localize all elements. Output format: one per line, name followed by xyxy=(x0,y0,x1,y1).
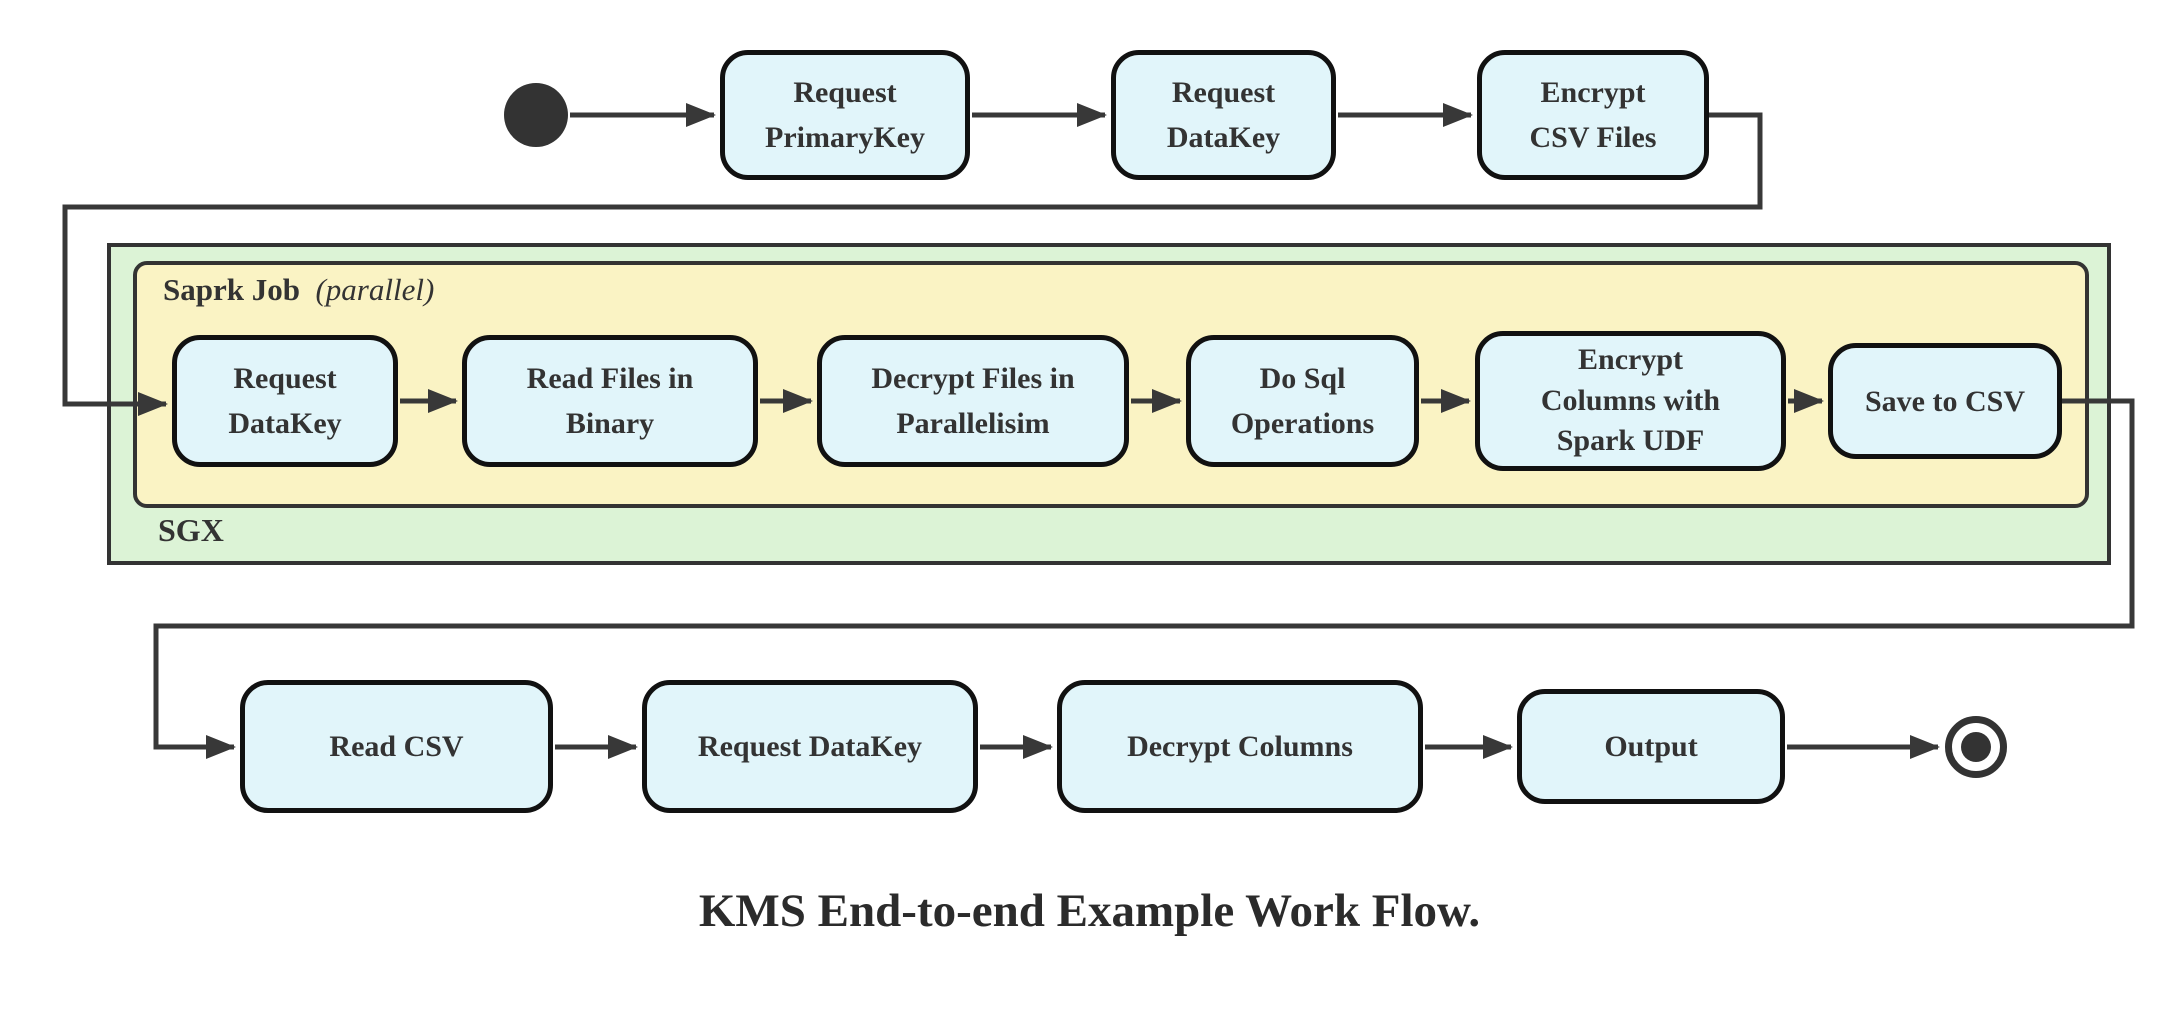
node-save-to-csv: Save to CSV xyxy=(1828,343,2062,459)
node-read-files-binary: Read Files in Binary xyxy=(462,335,758,467)
spark-job-label: Saprk Job (parallel) xyxy=(163,272,434,308)
diagram-caption: KMS End-to-end Example Work Flow. xyxy=(698,885,1481,937)
end-state-icon xyxy=(1945,716,2007,778)
spark-job-qualifier: (parallel) xyxy=(315,272,435,307)
node-encrypt-columns-spark-udf: Encrypt Columns with Spark UDF xyxy=(1475,331,1786,471)
node-read-csv: Read CSV xyxy=(240,680,553,813)
sgx-label: SGX xyxy=(158,512,224,548)
node-decrypt-files-parallelism: Decrypt Files in Parallelisim xyxy=(817,335,1129,467)
node-request-datakey-sgx: Request DataKey xyxy=(172,335,398,467)
connector-save-csv-to-read-csv xyxy=(153,398,2135,759)
node-request-datakey-bottom: Request DataKey xyxy=(642,680,978,813)
end-state-dot xyxy=(1961,732,1991,762)
node-request-primarykey: Request PrimaryKey xyxy=(720,50,970,180)
spark-job-title: Saprk Job xyxy=(163,272,300,307)
node-output: Output xyxy=(1517,689,1785,804)
node-encrypt-csv-files: Encrypt CSV Files xyxy=(1477,50,1709,180)
start-state-icon xyxy=(504,83,568,147)
node-request-datakey-top: Request DataKey xyxy=(1111,50,1336,180)
node-do-sql-operations: Do Sql Operations xyxy=(1186,335,1419,467)
connector-encrypt-csv-to-sgx xyxy=(62,112,1763,416)
node-decrypt-columns: Decrypt Columns xyxy=(1057,680,1423,813)
